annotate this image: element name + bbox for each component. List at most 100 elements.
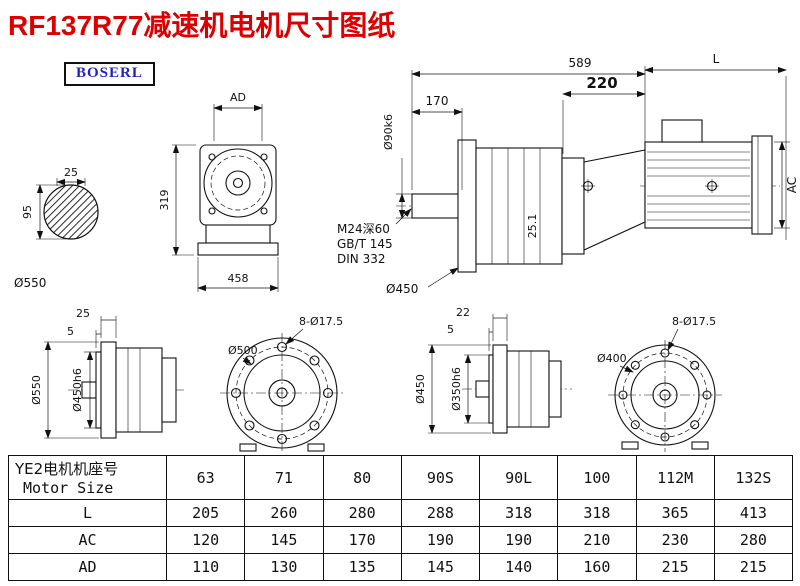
bolt-holes-label: 8-Ø17.5 [299, 315, 343, 328]
frame-size-cell: 71 [244, 455, 324, 500]
flange-small-front-view: 8-Ø17.5 Ø400 [597, 315, 722, 452]
dim-spigot-depth-label: 5 [67, 325, 74, 338]
housing-body [506, 350, 550, 428]
value-cell: 145 [400, 553, 481, 581]
value-cell: 135 [322, 553, 402, 581]
input-shaft [411, 193, 463, 219]
dim-key-label: 25.1 [526, 214, 539, 239]
shaft-section-view: 25 95 Ø550 [14, 166, 99, 290]
dim-flange-od-label: Ø450 [414, 374, 427, 404]
flange-reducer-large-side-view: 25 5 Ø550 Ø450h6 [30, 307, 184, 439]
table-row-AC: AC 120 145 170 190 190 210 230 280 [8, 526, 794, 554]
center-mark-icon [581, 179, 595, 193]
value-cell: 215 [713, 553, 794, 581]
table-header-row: YE2电机机座号 Motor Size 63 71 80 90S 90L 100… [8, 455, 794, 500]
value-cell: 318 [557, 499, 637, 527]
dim-flange-thickness-label: 25 [76, 307, 90, 320]
frame-size-cell: 112M [635, 455, 715, 500]
motor-body [644, 141, 753, 229]
dim-shaft-dia-label: Ø90k6 [382, 114, 395, 150]
value-cell: 280 [322, 499, 402, 527]
reducer-side-view: 589 170 Ø90k6 M24深60 GB/T 145 DIN 332 Ø4… [337, 56, 646, 296]
motor-size-header-cn: YE2电机机座号 [15, 460, 119, 478]
center-mark-icon [705, 179, 719, 193]
dim-220-label: 220 [586, 74, 617, 92]
table-row-AD: AD 110 130 135 145 140 160 215 215 [8, 553, 794, 581]
motor-side-view: 220 L AC [562, 52, 799, 240]
frame-size-cell: 132S [713, 455, 794, 500]
shaft-stub [475, 380, 490, 398]
row-label-AD: AD [8, 553, 167, 581]
value-cell: 288 [400, 499, 481, 527]
value-cell: 160 [557, 553, 637, 581]
value-cell: 205 [165, 499, 246, 527]
frame-size-cell: 100 [557, 455, 637, 500]
shaft-section-circle [43, 184, 99, 240]
bolt-circle-label: Ø400 [597, 352, 627, 365]
row-label-L: L [8, 499, 167, 527]
flange-spigot [488, 354, 494, 424]
fan-cowl [751, 135, 773, 235]
dim-458-label: 458 [228, 272, 249, 285]
dim-550-label: Ø550 [14, 276, 46, 290]
dim-ad-label: AD [230, 91, 246, 104]
dim-shaft-height-label: 95 [21, 205, 34, 219]
gearbox-foot [197, 242, 279, 256]
dim-spigot-dia-label: Ø450h6 [71, 368, 84, 412]
motor-size-header-en: Motor Size [23, 479, 114, 497]
dim-flange-thickness-label: 22 [456, 306, 470, 319]
value-cell: 210 [557, 526, 637, 554]
value-cell: 413 [713, 499, 794, 527]
motor-size-header-cell: YE2电机机座号 Motor Size [8, 455, 167, 500]
dim-450-label: Ø450 [386, 282, 418, 296]
page-title: RF137R77减速机电机尺寸图纸 [8, 10, 396, 41]
flange-plate [100, 341, 117, 439]
dim-spigot-dia-label: Ø350h6 [450, 367, 463, 411]
housing-step [548, 360, 562, 418]
gear-housing [475, 147, 563, 265]
value-cell: 190 [400, 526, 481, 554]
value-cell: 145 [244, 526, 324, 554]
value-cell: 110 [165, 553, 246, 581]
flange-reducer-small-side-view: 22 5 Ø450 Ø350h6 [414, 306, 572, 434]
brand-logo: BOSERL [64, 62, 155, 86]
frame-size-cell: 80 [322, 455, 402, 500]
housing-body [115, 347, 163, 433]
flange-large-front-view: 8-Ø17.5 Ø500 [220, 315, 344, 452]
value-cell: 190 [478, 526, 559, 554]
brand-text: BOSERL [76, 65, 143, 81]
thread-spec-label: M24深60 [337, 222, 390, 236]
dim-shaft-width-label: 25 [64, 166, 78, 179]
gearbox-front-view: AD 319 458 [158, 91, 279, 292]
motor-size-table: YE2电机机座号 Motor Size 63 71 80 90S 90L 100… [8, 455, 794, 581]
dim-AC-label: AC [785, 177, 799, 193]
value-cell: 215 [635, 553, 715, 581]
foot [621, 441, 639, 450]
row-label-AC: AC [8, 526, 167, 554]
value-cell: 130 [244, 553, 324, 581]
frame-size-cell: 90L [478, 455, 559, 500]
front-flange [457, 139, 477, 273]
dim-L-label: L [713, 52, 720, 66]
value-cell: 170 [322, 526, 402, 554]
frame-size-cell: 90S [400, 455, 481, 500]
value-cell: 318 [478, 499, 559, 527]
technical-drawing: 25 95 Ø550 AD 319 458 [14, 52, 799, 452]
bolt-holes-label: 8-Ø17.5 [672, 315, 716, 328]
dim-319-label: 319 [158, 190, 171, 211]
standard-din-label: DIN 332 [337, 252, 385, 266]
value-cell: 140 [478, 553, 559, 581]
value-cell: 260 [244, 499, 324, 527]
value-cell: 230 [635, 526, 715, 554]
dim-flange-od-label: Ø550 [30, 375, 43, 405]
bolt-circle-label: Ø500 [228, 344, 258, 357]
motor-adapter-bell [583, 149, 646, 251]
dim-spigot-depth-label: 5 [447, 323, 454, 336]
gearbox-base [205, 224, 271, 244]
housing-step [161, 357, 177, 423]
flange-spigot [95, 351, 102, 429]
table-row-L: L 205 260 280 288 318 318 365 413 [8, 499, 794, 527]
dim-589-label: 589 [569, 56, 592, 70]
dim-170-label: 170 [426, 94, 449, 108]
flange-plate [492, 344, 508, 434]
